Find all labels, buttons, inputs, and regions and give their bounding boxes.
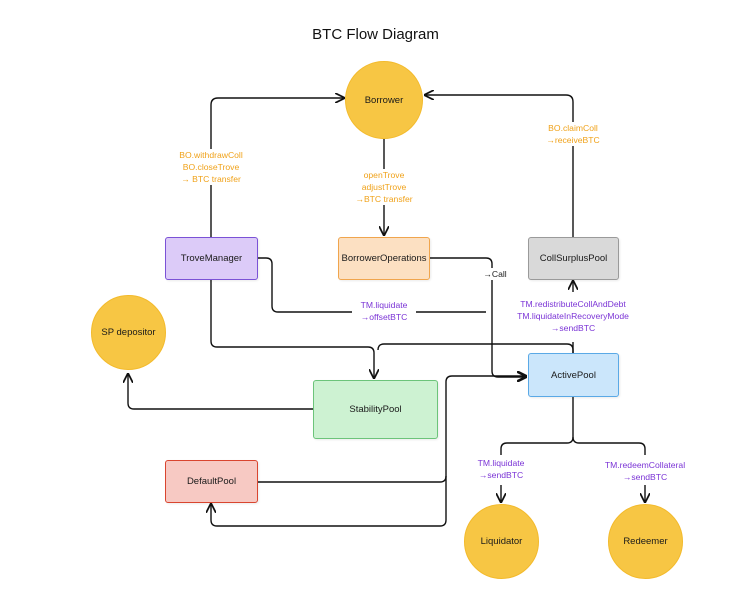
edge-active-pool-to-stability-pool (377, 343, 574, 353)
coll-surplus-pool-node[interactable]: CollSurplusPool (528, 237, 619, 280)
active-pool-label: ActivePool (551, 369, 596, 381)
edge-trove-manager-liquidate (258, 257, 486, 313)
redeemer-label: Redeemer (623, 536, 668, 547)
stability-pool-node[interactable]: StabilityPool (313, 380, 438, 439)
default-pool-label: DefaultPool (186, 476, 237, 487)
edge-label-trove-manager-liquidate: TM.liquidate →offsetBTC (352, 299, 416, 323)
edge-default-pool-to-active-pool (258, 376, 526, 483)
stability-pool-label: StabilityPool (349, 404, 402, 415)
default-pool-node[interactable]: DefaultPool (165, 460, 258, 503)
trove-manager-label: TroveManager (180, 253, 243, 264)
borrower-node[interactable]: Borrower (345, 61, 423, 139)
edge-label-coll-surplus-to-borrower: BO.claimColl →receiveBTC (540, 122, 606, 146)
active-pool-node[interactable]: ActivePool (528, 353, 619, 397)
edge-active-pool-split (500, 397, 574, 455)
borrower-label: Borrower (364, 94, 404, 106)
edge-coll-surplus-to-borrower (425, 95, 574, 237)
trove-manager-node[interactable]: TroveManager (165, 237, 258, 280)
sp-depositor-label: SP depositor (101, 327, 156, 338)
sp-depositor-node[interactable]: SP depositor (91, 295, 166, 370)
edge-label-active-pool-to-liquidator: TM.liquidate →sendBTC (471, 457, 531, 481)
diagram-title: BTC Flow Diagram (312, 26, 439, 43)
edge-active-pool-to-default-pool (211, 476, 447, 527)
liquidator-label: Liquidator (480, 536, 523, 547)
edge-label-active-pool-to-redeemer: TM.redeemCollateral →sendBTC (602, 459, 688, 483)
coll-surplus-pool-label: CollSurplusPool (539, 253, 608, 264)
liquidator-node[interactable]: Liquidator (464, 504, 539, 579)
borrower-operations-label: BorrowerOperations (341, 253, 427, 264)
edge-label-borrower-to-borrower-operations: openTrove adjustTrove →BTC transfer (349, 169, 419, 205)
edge-stability-pool-to-sp-depositor (128, 374, 313, 410)
edge-trove-manager-to-borrower (210, 98, 344, 237)
edge-label-active-pool-to-coll-surplus: TM.redistributeCollAndDebt TM.liquidateI… (512, 298, 634, 334)
borrower-operations-node[interactable]: BorrowerOperations (338, 237, 430, 280)
edge-label-trove-manager-to-borrower: BO.withdrawColl BO.closeTrove → BTC tran… (171, 149, 251, 185)
redeemer-node[interactable]: Redeemer (608, 504, 683, 579)
edge-trove-manager-to-stability-pool (210, 280, 374, 378)
edge-label-call: →Call (480, 268, 510, 280)
